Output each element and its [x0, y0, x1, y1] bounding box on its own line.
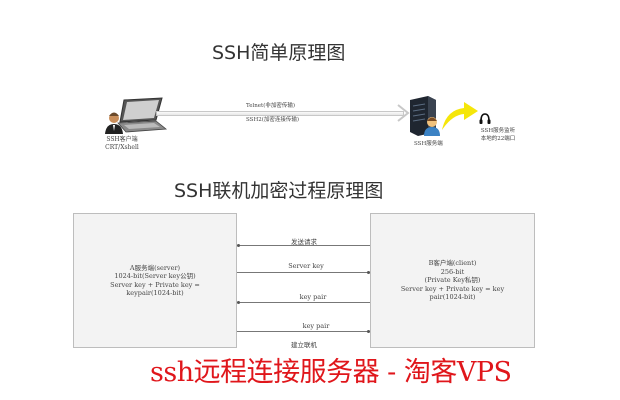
message-arrow	[237, 331, 370, 332]
ssh2-label: SSH2(加密连接传输)	[246, 117, 300, 123]
arrow-head-icon	[367, 330, 370, 333]
message-label: key pair	[299, 293, 327, 301]
connection-arrow	[156, 111, 404, 116]
connection-established-label: 建立联机	[291, 341, 317, 349]
message-arrow	[237, 302, 370, 303]
yellow-curved-arrow-icon	[440, 98, 480, 136]
message-arrow	[237, 245, 370, 246]
arrow-head-icon	[367, 271, 370, 274]
diagram1-title: SSH简单原理图	[212, 42, 346, 64]
arrow-head-icon	[237, 244, 240, 247]
arrow-head-icon	[237, 301, 240, 304]
message-label: key pair	[302, 322, 330, 330]
telnet-label: Telnet(非加密传输)	[246, 103, 296, 109]
server-label: SSH服务端	[414, 141, 443, 147]
client-box: B客户端(client) 256-bit (Private Key私钥) Ser…	[370, 213, 535, 348]
watermark-caption: ssh远程连接服务器 - 淘客VPS	[150, 357, 512, 388]
message-label: 发送请求	[291, 238, 317, 246]
server-tower-with-user-icon	[406, 96, 448, 136]
diagram2-title: SSH联机加密过程原理图	[174, 180, 384, 202]
message-arrow	[237, 272, 370, 273]
laptop-with-user-icon	[104, 96, 168, 136]
headset-icon	[479, 110, 491, 129]
message-label: Server key	[288, 262, 324, 270]
arrow-head-icon	[396, 104, 410, 126]
listener-label: SSH服务监听 本地的22端口	[480, 128, 516, 142]
server-box: A服务端(server) 1024-bit(Server key公钥) Serv…	[73, 213, 237, 348]
client-label: SSH客户端 CRT/Xshell	[105, 136, 139, 151]
